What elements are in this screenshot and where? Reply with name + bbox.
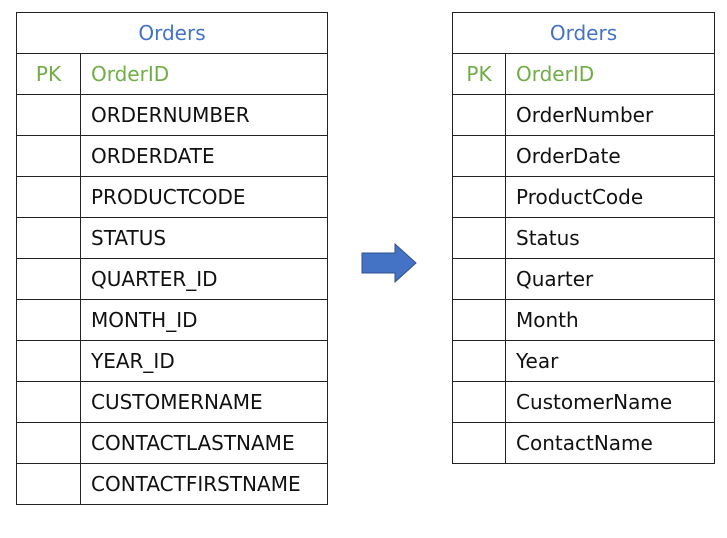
key-cell: [16, 176, 81, 218]
key-cell: [452, 217, 506, 259]
field-name: OrderDate: [504, 135, 716, 177]
key-cell: [16, 135, 81, 177]
field-name: QUARTER_ID: [79, 258, 329, 300]
field-row: PRODUCTCODE: [16, 176, 329, 218]
field-name: ORDERNUMBER: [79, 94, 329, 136]
table-title: Orders: [15, 12, 329, 54]
pk-label: PK: [16, 53, 81, 95]
pk-field: OrderID: [79, 53, 329, 95]
field-row: STATUS: [16, 217, 329, 259]
pk-field: OrderID: [504, 53, 716, 95]
field-row: CONTACTFIRSTNAME: [16, 463, 329, 505]
field-row: Status: [452, 217, 716, 259]
key-cell: [16, 94, 81, 136]
field-name: ProductCode: [504, 176, 716, 218]
field-name: CustomerName: [504, 381, 716, 423]
key-cell: [16, 299, 81, 341]
field-row: YEAR_ID: [16, 340, 329, 382]
field-name: Year: [504, 340, 716, 382]
field-row: CustomerName: [452, 381, 716, 423]
field-name: CUSTOMERNAME: [79, 381, 329, 423]
table-header-row: Orders: [15, 12, 329, 54]
key-cell: [16, 381, 81, 423]
field-row: CUSTOMERNAME: [16, 381, 329, 423]
table-title: Orders: [451, 12, 716, 54]
field-name: ContactName: [504, 422, 716, 464]
field-name: Quarter: [504, 258, 716, 300]
field-name: OrderNumber: [504, 94, 716, 136]
primary-key-row: PK OrderID: [452, 53, 716, 95]
field-name: CONTACTFIRSTNAME: [79, 463, 329, 505]
key-cell: [452, 258, 506, 300]
field-row: ORDERNUMBER: [16, 94, 329, 136]
field-row: ContactName: [452, 422, 716, 464]
field-row: Quarter: [452, 258, 716, 300]
table-header-row: Orders: [451, 12, 716, 54]
key-cell: [452, 94, 506, 136]
field-row: CONTACTLASTNAME: [16, 422, 329, 464]
key-cell: [16, 258, 81, 300]
field-name: STATUS: [79, 217, 329, 259]
field-name: PRODUCTCODE: [79, 176, 329, 218]
field-row: QUARTER_ID: [16, 258, 329, 300]
field-row: ProductCode: [452, 176, 716, 218]
field-row: Year: [452, 340, 716, 382]
key-cell: [452, 176, 506, 218]
key-cell: [16, 340, 81, 382]
field-row: MONTH_ID: [16, 299, 329, 341]
field-row: OrderDate: [452, 135, 716, 177]
field-row: OrderNumber: [452, 94, 716, 136]
key-cell: [16, 422, 81, 464]
key-cell: [452, 422, 506, 464]
key-cell: [452, 135, 506, 177]
field-row: ORDERDATE: [16, 135, 329, 177]
pk-label: PK: [452, 53, 506, 95]
key-cell: [452, 299, 506, 341]
field-name: Status: [504, 217, 716, 259]
right-arrow-icon: [361, 243, 417, 283]
field-row: Month: [452, 299, 716, 341]
key-cell: [452, 340, 506, 382]
field-name: YEAR_ID: [79, 340, 329, 382]
field-name: CONTACTLASTNAME: [79, 422, 329, 464]
key-cell: [452, 381, 506, 423]
primary-key-row: PK OrderID: [16, 53, 329, 95]
key-cell: [16, 217, 81, 259]
field-name: Month: [504, 299, 716, 341]
key-cell: [16, 463, 81, 505]
field-name: MONTH_ID: [79, 299, 329, 341]
field-name: ORDERDATE: [79, 135, 329, 177]
